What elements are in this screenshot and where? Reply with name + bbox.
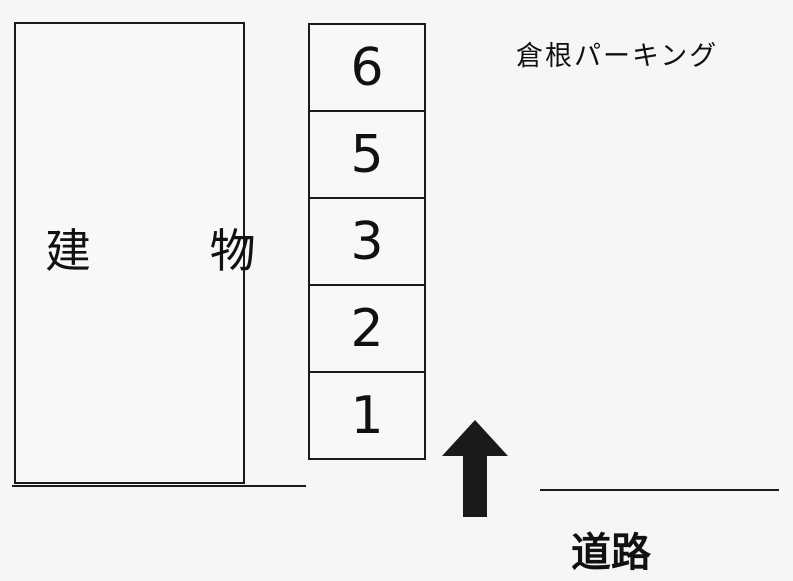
building-outline [14, 22, 245, 484]
arrow-up-icon [442, 420, 508, 517]
parking-stall-1: 1 [350, 385, 384, 446]
parking-stall-2: 2 [310, 286, 424, 373]
parking-stall-column: 6 5 3 2 1 [308, 23, 426, 460]
parking-stall-6: 6 [310, 25, 424, 112]
ground-line-right [540, 489, 779, 491]
parking-lot-name: 倉根パーキング [516, 41, 719, 72]
road-label: 道路 [571, 530, 651, 576]
parking-stall-5: 5 [310, 112, 424, 199]
parking-stall-3: 3 [310, 199, 424, 286]
building-label: 建 物 [45, 224, 308, 278]
ground-line-left [12, 485, 306, 487]
